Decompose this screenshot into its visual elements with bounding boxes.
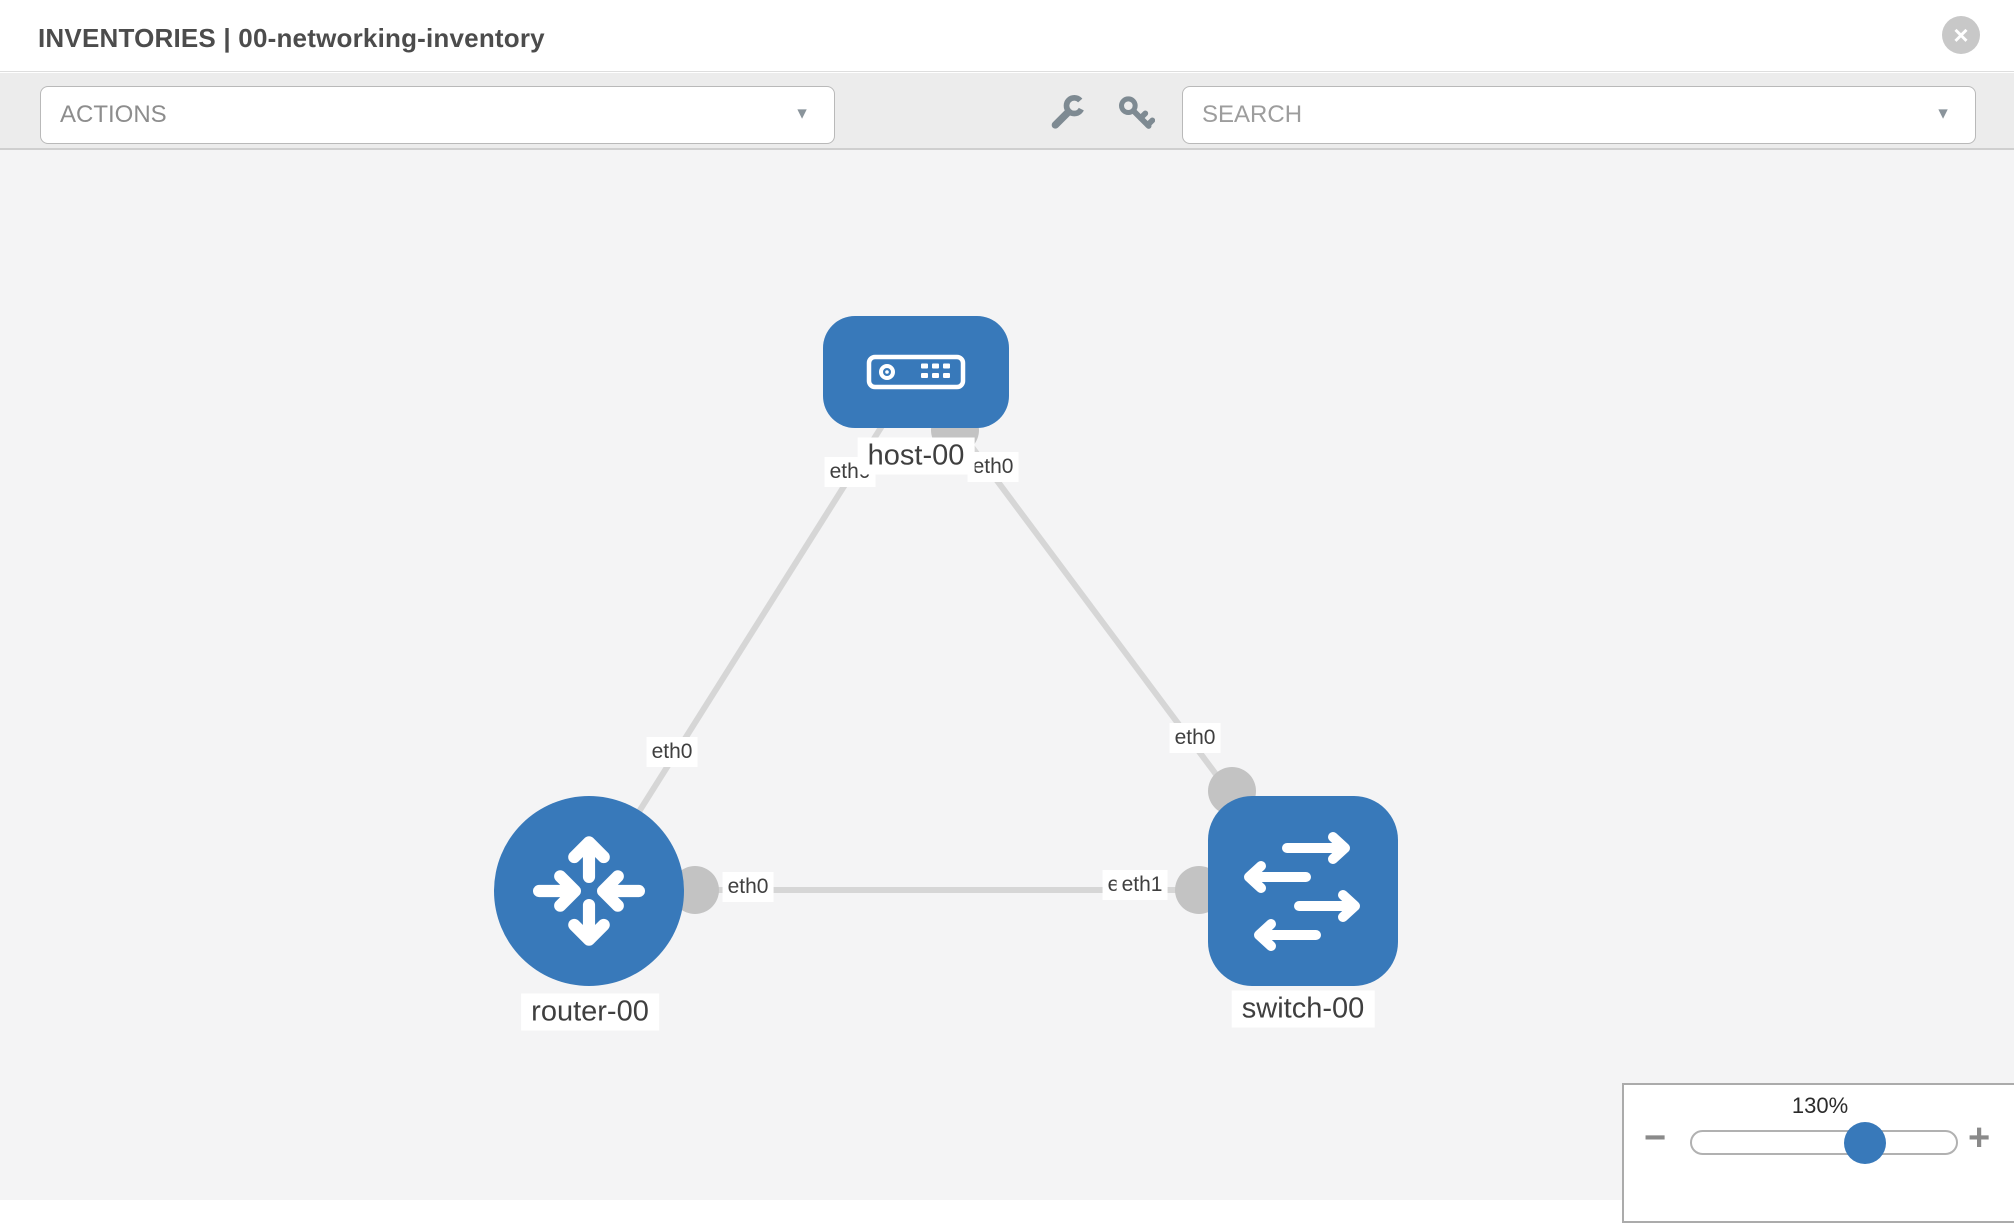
chevron-down-icon: ▼: [1935, 105, 1951, 123]
zoom-slider-thumb[interactable]: [1844, 1122, 1886, 1164]
node-label-switch: switch-00: [1231, 990, 1375, 1028]
host-icon: [866, 354, 966, 390]
zoom-level-label: 130%: [1791, 1093, 1849, 1118]
chevron-down-icon: ▼: [794, 105, 810, 123]
node-label-host: host-00: [857, 437, 975, 475]
router-icon: [533, 836, 645, 946]
node-label-router: router-00: [521, 993, 659, 1031]
zoom-out-button[interactable]: −: [1644, 1117, 1667, 1159]
topology-canvas[interactable]: eth0 eth0 eth0 eth0 eth0 eth0 eth1 host-…: [0, 150, 2014, 1200]
zoom-panel: 130% − +: [1622, 1083, 2014, 1223]
header: INVENTORIES | 00-networking-inventory ×: [0, 0, 2014, 72]
interface-label: eth1: [1116, 870, 1168, 900]
toolbar: ACTIONS ▼ ▼: [0, 73, 2014, 150]
node-router-00[interactable]: [494, 796, 684, 986]
wrench-icon: [1051, 94, 1087, 129]
switch-icon: [1244, 832, 1360, 951]
configure-button[interactable]: [1044, 91, 1090, 137]
page-title: INVENTORIES | 00-networking-inventory: [38, 23, 545, 53]
node-host-00[interactable]: [823, 316, 1009, 428]
interface-label: eth0: [1169, 723, 1221, 753]
actions-dropdown[interactable]: ACTIONS ▼: [40, 86, 835, 144]
close-icon: ×: [1953, 20, 1969, 50]
interface-label: eth0: [967, 452, 1019, 482]
topology-links: [586, 370, 1306, 893]
search-input[interactable]: [1183, 87, 1975, 143]
key-icon: [1119, 95, 1156, 129]
interface-label: eth0: [646, 737, 698, 767]
actions-dropdown-label: ACTIONS: [60, 101, 167, 128]
zoom-in-button[interactable]: +: [1968, 1117, 1991, 1159]
credentials-button[interactable]: [1112, 91, 1158, 137]
node-switch-00[interactable]: [1208, 796, 1398, 986]
zoom-slider-track[interactable]: [1690, 1122, 1958, 1164]
interface-label: eth0: [722, 872, 774, 902]
search-dropdown[interactable]: ▼: [1182, 86, 1976, 144]
close-button[interactable]: ×: [1942, 16, 1980, 54]
